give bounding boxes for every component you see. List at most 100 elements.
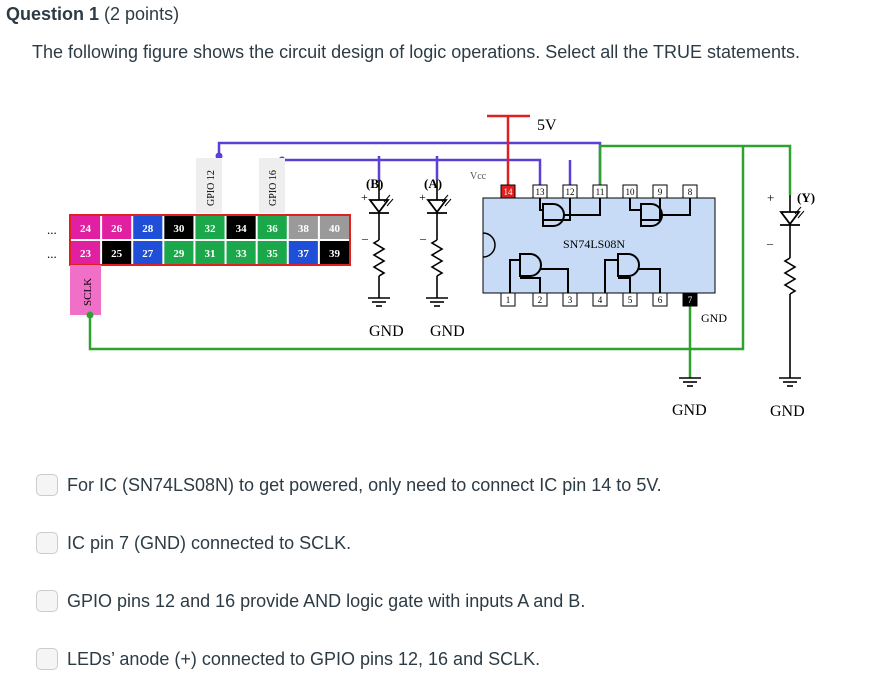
header-bottom-pin-label: 37 [298,248,310,260]
header-top-pin-label: 26 [111,223,123,235]
header-bottom-pin-label: 33 [236,248,248,260]
header-top-cell [195,216,225,239]
header-bottom-cell [164,241,194,264]
green-wires [88,144,792,378]
ic-top-pin-label: 14 [504,187,514,197]
answer-2-checkbox[interactable] [36,532,58,554]
question-number: Question 1 [6,4,100,24]
led-b-label: (B) [366,176,383,191]
gnd-b-label: GND [369,323,404,340]
ic-top-pin-label: 8 [688,187,693,197]
ic-bottom-pin [682,292,698,307]
header-bottom-pin-label: 31 [205,248,216,260]
resistor-a-icon [431,239,443,277]
ic-bottom-pin-label: 4 [598,295,603,305]
answer-3-label: GPIO pins 12 and 16 provide AND logic ga… [67,590,586,611]
gnd-a-label: GND [430,323,465,340]
ic-bottom-pin [592,292,608,307]
answer-1-label: For IC (SN74LS08N) to get powered, only … [67,474,662,495]
gpio-12-tag [196,158,222,213]
header-bottom-cell [319,241,349,264]
header-top-pin-label: 32 [205,223,217,235]
header-top-pin-label: 28 [142,223,154,235]
header-ellipsis-top: ... [47,222,57,237]
header-top-cell [164,216,194,239]
header-top-cell [102,216,132,239]
answer-1-checkbox[interactable] [36,474,58,496]
ic-bottom-pin-label: 1 [506,295,511,305]
led-y-minus: – [766,236,774,250]
header-top-cell [288,216,318,239]
answer-4-label: LEDs’ anode (+) connected to GPIO pins 1… [67,648,541,669]
ground-y-icon [778,377,802,387]
header-bottom-pin-label: 25 [111,248,123,260]
resistor-b-icon [373,239,385,277]
ic-bottom-pin-label: 5 [628,295,633,305]
ic-top-pin [500,184,516,199]
gnd-y-label: GND [770,403,805,420]
header-top-pin-label: 30 [173,223,185,235]
question-prompt: The following figure shows the circuit d… [32,42,801,62]
header-bottom-pin-label: 35 [267,248,279,260]
answer-3-checkbox[interactable] [36,590,58,612]
header-bottom-pin-label: 39 [329,248,341,260]
header-top-pin-label: 34 [236,223,248,235]
header-bottom-cell [195,241,225,264]
gpio-12-label: GPIO 12 [206,170,217,206]
led-a-icon [426,194,452,214]
led-a-label: (A) [424,176,442,191]
supply-wire [487,114,530,186]
header-bottom-cell [133,241,163,264]
gpio-header-frame [69,214,351,266]
supply-label: 5V [537,117,557,134]
question-points: (2 points) [104,4,180,24]
answer-4-checkbox[interactable] [36,648,58,670]
answer-2-label: IC pin 7 (GND) connected to SCLK. [67,532,352,553]
answer-option-4[interactable]: LEDs’ anode (+) connected to GPIO pins 1… [36,646,540,672]
header-bottom-cell [102,241,132,264]
ic-gnd-label: GND [701,311,727,325]
header-bottom-pin-label: 29 [173,248,185,260]
led-a-minus: – [419,231,427,245]
header-top-pin-label: 24 [80,223,92,235]
header-top-pin-label: 38 [298,223,310,235]
header-ellipsis-bottom: ... [47,246,57,261]
answer-option-1[interactable]: For IC (SN74LS08N) to get powered, only … [36,472,662,498]
ic-bottom-pin-label: 3 [568,295,573,305]
resistor-y-icon [784,257,796,295]
gnd-ic-label: GND [672,402,707,419]
ic-bottom-pin-label: 2 [538,295,543,305]
led-b-plus: + [361,190,368,204]
header-top-pin-label: 40 [329,223,341,235]
header-top-pin-label: 36 [267,223,279,235]
header-bottom-cell [288,241,318,264]
gpio-12-dot [215,152,223,160]
header-bottom-cell [71,241,101,264]
ic-bottom-pin-label: 7 [688,295,693,305]
header-top-cell [133,216,163,239]
led-a-plus: + [419,190,426,204]
ic-top-pin-label: 11 [596,187,605,197]
ground-ic-icon [678,377,702,387]
header-bottom-pin-label: 27 [142,248,154,260]
gpio-16-tag [259,158,285,213]
ground-b-icon [367,297,391,307]
answer-option-3[interactable]: GPIO pins 12 and 16 provide AND logic ga… [36,588,585,614]
led-y-icon [779,206,805,226]
ic-top-pin-label: 9 [658,187,663,197]
header-top-cell [257,216,287,239]
ic-top-pin-label: 13 [536,187,546,197]
header-top-cell [319,216,349,239]
answer-option-2[interactable]: IC pin 7 (GND) connected to SCLK. [36,530,351,556]
sclk-dot [86,311,94,319]
ic-bottom-pin [562,292,578,307]
header-top-cell [226,216,256,239]
vcc-label: Vcc [470,171,487,182]
sclk-tag [70,265,101,315]
led-b-minus: – [361,231,369,245]
and-gates [509,198,691,293]
